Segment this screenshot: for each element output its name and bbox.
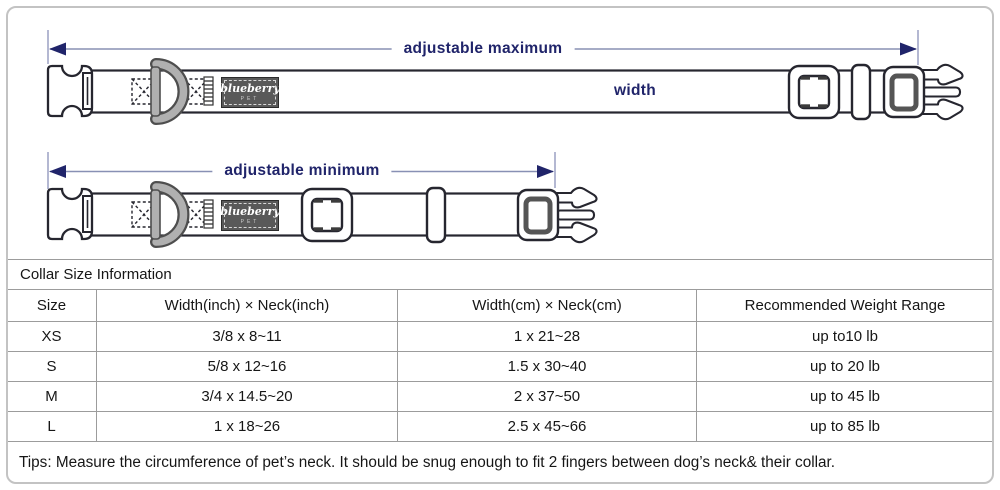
- adjustable-maximum-label: adjustable maximum: [391, 40, 575, 58]
- col-header-size: Size: [36, 297, 67, 314]
- cm-value: 1 x 21~28: [397, 322, 696, 351]
- brand-name: blueberry: [220, 205, 280, 218]
- table-row-s: S 5/8 x 12~16 1.5 x 30~40 up to 20 lb: [7, 352, 993, 382]
- table-title: Collar Size Information: [7, 260, 993, 290]
- inch-value: 3/8 x 8~11: [96, 322, 397, 351]
- male-buckle: [884, 65, 963, 119]
- size-value: S: [46, 358, 57, 375]
- table-row-l: L 1 x 18~26 2.5 x 45~66 up to 85 lb: [7, 412, 993, 442]
- brand-subname: PET: [240, 219, 260, 225]
- inch-value: 1 x 18~26: [96, 412, 397, 441]
- collar-maximum: [46, 63, 963, 121]
- tri-glide-slider: [300, 187, 354, 243]
- female-buckle: [46, 64, 94, 118]
- female-buckle: [46, 187, 94, 241]
- table-header-row: Size Width(inch) × Neck(inch) Width(cm) …: [7, 290, 993, 322]
- brand-label: blueberry PET: [220, 77, 280, 108]
- adjustable-minimum-label: adjustable minimum: [212, 162, 392, 180]
- weight-value: up to 20 lb: [696, 352, 993, 381]
- inch-value: 5/8 x 12~16: [96, 352, 397, 381]
- keeper-loop: [425, 186, 447, 244]
- cm-value: 2 x 37~50: [397, 382, 696, 411]
- brand-name: blueberry: [220, 82, 280, 95]
- col-header-inch: Width(inch) × Neck(inch): [96, 290, 397, 321]
- tri-glide-slider: [787, 64, 841, 120]
- inch-value: 3/4 x 14.5~20: [96, 382, 397, 411]
- table-row-m: M 3/4 x 14.5~20 2 x 37~50 up to 45 lb: [7, 382, 993, 412]
- col-header-cm: Width(cm) × Neck(cm): [397, 290, 696, 321]
- cm-value: 2.5 x 45~66: [397, 412, 696, 441]
- col-header-weight: Recommended Weight Range: [696, 290, 993, 321]
- size-table: Collar Size Information Size Width(inch)…: [7, 259, 993, 483]
- cm-value: 1.5 x 30~40: [397, 352, 696, 381]
- brand-subname: PET: [240, 96, 260, 102]
- male-buckle: [518, 188, 597, 242]
- keeper-loop: [850, 63, 872, 121]
- collar-minimum: [46, 186, 597, 244]
- width-label: width: [612, 82, 658, 100]
- weight-value: up to 85 lb: [696, 412, 993, 441]
- weight-value: up to10 lb: [696, 322, 993, 351]
- size-value: XS: [41, 328, 62, 345]
- brand-label: blueberry PET: [220, 200, 280, 231]
- weight-value: up to 45 lb: [696, 382, 993, 411]
- size-value: M: [45, 388, 58, 405]
- table-row-xs: XS 3/8 x 8~11 1 x 21~28 up to10 lb: [7, 322, 993, 352]
- tips-text: Tips: Measure the circumference of pet’s…: [19, 453, 836, 471]
- size-value: L: [47, 418, 56, 435]
- collar-diagram: [46, 30, 1000, 260]
